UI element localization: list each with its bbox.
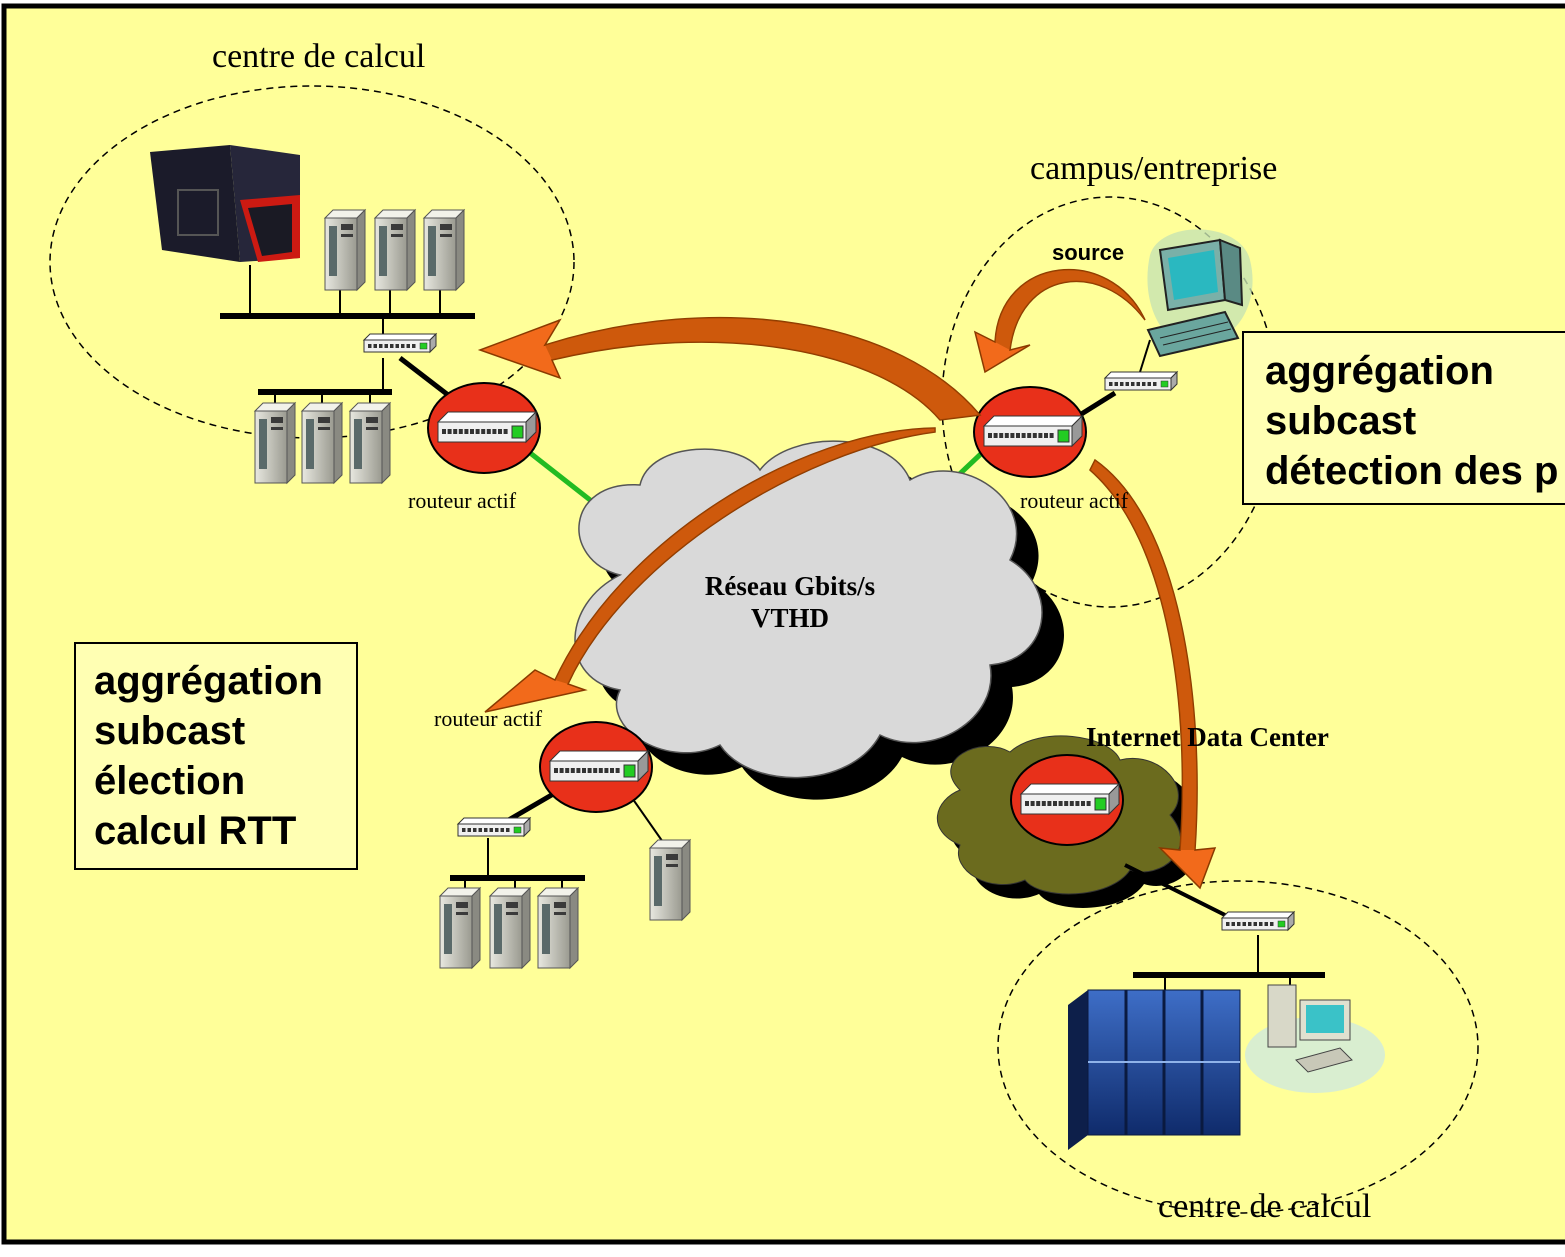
- bottom-right-cluster: [1068, 863, 1385, 1150]
- network-switch-icon: [456, 816, 532, 838]
- network-switch-icon: [1103, 370, 1179, 392]
- network-label-line1: Réseau Gbits/s: [704, 571, 876, 601]
- supercomputer-icon: [150, 145, 300, 262]
- left-box-line-4: calcul RTT: [94, 809, 297, 853]
- server-tower-icon: [422, 208, 466, 292]
- blue-rack-icon: [1068, 989, 1241, 1150]
- server-tower-icon: [323, 208, 367, 292]
- right-info-box-bg: [1242, 331, 1565, 505]
- active-router-icon: [1010, 754, 1124, 846]
- network-switch-icon: [1220, 910, 1296, 932]
- router-label-top-right: routeur actif: [1020, 488, 1129, 513]
- server-tower-icon: [348, 401, 392, 485]
- server-tower-icon: [373, 208, 417, 292]
- server-tower-icon: [438, 886, 482, 970]
- active-router-icon: [539, 721, 653, 813]
- left-box-line-2: subcast: [94, 709, 246, 753]
- idc-label: Internet Data Center: [1086, 722, 1329, 752]
- zone-centre-calcul-top-left: [49, 85, 575, 439]
- server-tower-icon: [253, 401, 297, 485]
- switches: [362, 332, 1296, 932]
- left-info-box: aggrégation subcast élection calcul RTT: [74, 642, 358, 870]
- server-tower-icon: [536, 886, 580, 970]
- left-box-line-3: élection: [94, 759, 246, 803]
- zone-centre-calcul-bottom-right: [997, 880, 1479, 1214]
- arrows: [477, 269, 1217, 890]
- source-label: source: [1052, 240, 1125, 265]
- routers: [427, 382, 1124, 846]
- right-info-box: aggrégation subcast détection des p: [1245, 334, 1565, 502]
- router-label-bottom: routeur actif: [434, 706, 543, 731]
- right-box-line-2: subcast: [1265, 399, 1417, 443]
- top-left-cluster: [150, 145, 475, 410]
- zone-title-bottom-right: centre de calcul: [1158, 1188, 1372, 1225]
- desktop-pc-icon: [1245, 984, 1385, 1093]
- network-label-line2: VTHD: [750, 603, 829, 634]
- left-box-line-1: aggrégation: [94, 659, 323, 703]
- servers: [253, 208, 692, 970]
- server-tower-icon: [488, 886, 532, 970]
- workstation-icon: [1146, 229, 1253, 358]
- campus-network: [1073, 229, 1253, 421]
- active-router-icon: [973, 386, 1087, 478]
- network-switch-icon: [362, 332, 438, 354]
- zone-title-campus: campus/entreprise: [1030, 150, 1278, 187]
- right-box-line-3: détection des p: [1265, 449, 1559, 493]
- right-box-line-1: aggrégation: [1265, 349, 1494, 393]
- server-tower-icon: [300, 401, 344, 485]
- active-router-icon: [427, 382, 541, 474]
- zone-title-top-left: centre de calcul: [212, 38, 426, 75]
- server-tower-icon: [648, 838, 692, 922]
- network-cloud-label: Réseau Gbits/s VTHD: [660, 570, 920, 635]
- router-label-top-left: routeur actif: [408, 488, 517, 513]
